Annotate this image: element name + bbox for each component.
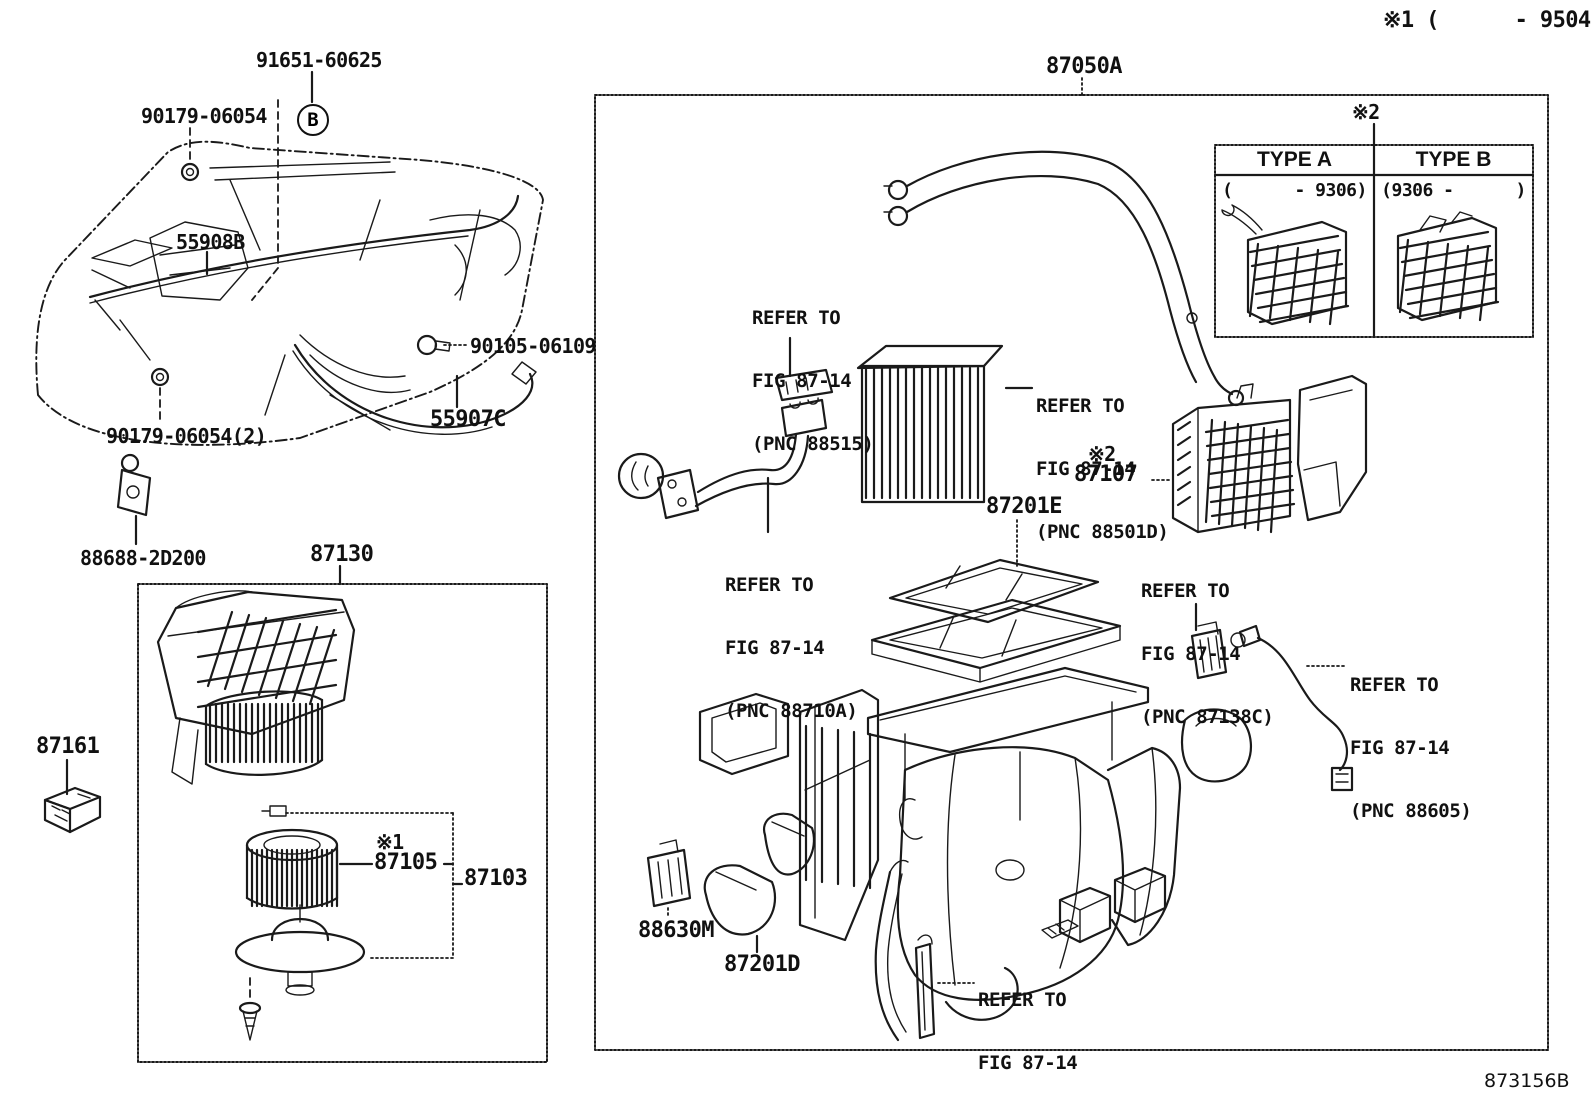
dashboard-sketch (35, 70, 544, 446)
valve-88515-art (774, 336, 834, 402)
resistor-87138c-art (1190, 602, 1246, 680)
ducts-art (698, 692, 1252, 876)
label-87161[interactable]: 87161 (36, 734, 100, 759)
ref-note-pnc88515: REFER TO FIG 87-14 (PNC 88515) (752, 307, 874, 455)
case-body-art (798, 688, 1182, 1001)
ref-note-pnc88710a: REFER TO FIG 87-14 (PNC 88710A) (725, 574, 858, 722)
bracket-88688-art (116, 453, 152, 546)
label-55907c[interactable]: 55907C (430, 407, 506, 432)
label-90105-06109[interactable]: 90105-06109 (470, 334, 596, 358)
label-91651-60625[interactable]: 91651-60625 (256, 48, 382, 72)
label-88630m[interactable]: 88630M (638, 918, 714, 943)
label-87130[interactable]: 87130 (310, 542, 374, 567)
label-87201e[interactable]: 87201E (986, 494, 1062, 519)
note-87105-asterisk1: ※1 (376, 830, 404, 854)
pipe-assy-88710a-art (617, 397, 828, 534)
case-frame-art (866, 666, 1150, 821)
table-header-type-a: TYPE A (1256, 148, 1333, 171)
figure-code: 873156B (1484, 1070, 1570, 1092)
harness-88605-art (1238, 624, 1354, 792)
label-87103[interactable]: 87103 (464, 866, 528, 891)
type-table-art (1213, 122, 1535, 339)
note-87107-asterisk2: ※2 (1088, 442, 1116, 466)
drain-88625-art (874, 859, 1019, 1042)
ref-note-pnc87138c: REFER TO FIG 87-14 (PNC 87138C) (1141, 580, 1274, 728)
label-55908b[interactable]: 55908B (176, 230, 245, 254)
grille-87201e-art (870, 519, 1122, 683)
evaporator-art (856, 344, 1034, 504)
relay-88630m-art (646, 839, 692, 919)
label-90179-06054[interactable]: 90179-06054 (141, 104, 267, 128)
blower-box-87130 (137, 564, 548, 1063)
ref-note-pnc88605: REFER TO FIG 87-14 (PNC 88605) (1350, 674, 1472, 822)
main-box-87050a (594, 77, 1549, 1051)
table-range-type-b: (9306 - ) (1381, 180, 1526, 201)
callout-circle-b[interactable]: B (297, 104, 329, 136)
heater-core-87107-art (1151, 374, 1368, 534)
table-range-type-a: ( - 9306) (1222, 180, 1367, 201)
switch-87161-art (43, 758, 102, 834)
table-header-type-b: TYPE B (1415, 148, 1492, 171)
label-87201d[interactable]: 87201D (724, 952, 800, 977)
note-table-asterisk2: ※2 (1352, 100, 1380, 124)
label-87107[interactable]: 87107 (1074, 462, 1138, 487)
note-asterisk1: ※1 ( - 9504) (1383, 8, 1592, 33)
foam-87201d-art (703, 864, 777, 954)
ref-note-pnc88501d: REFER TO FIG 87-14 (PNC 88501D) (1036, 395, 1169, 543)
label-88688-2d200[interactable]: 88688-2D200 (80, 546, 206, 570)
label-90179-06054-2[interactable]: 90179-06054(2) (106, 424, 267, 448)
label-87105[interactable]: 87105 (374, 850, 438, 875)
label-87050a[interactable]: 87050A (1046, 54, 1122, 79)
ref-note-pnc88625: REFER TO FIG 87-14 (PNC 88625) (978, 989, 1078, 1074)
